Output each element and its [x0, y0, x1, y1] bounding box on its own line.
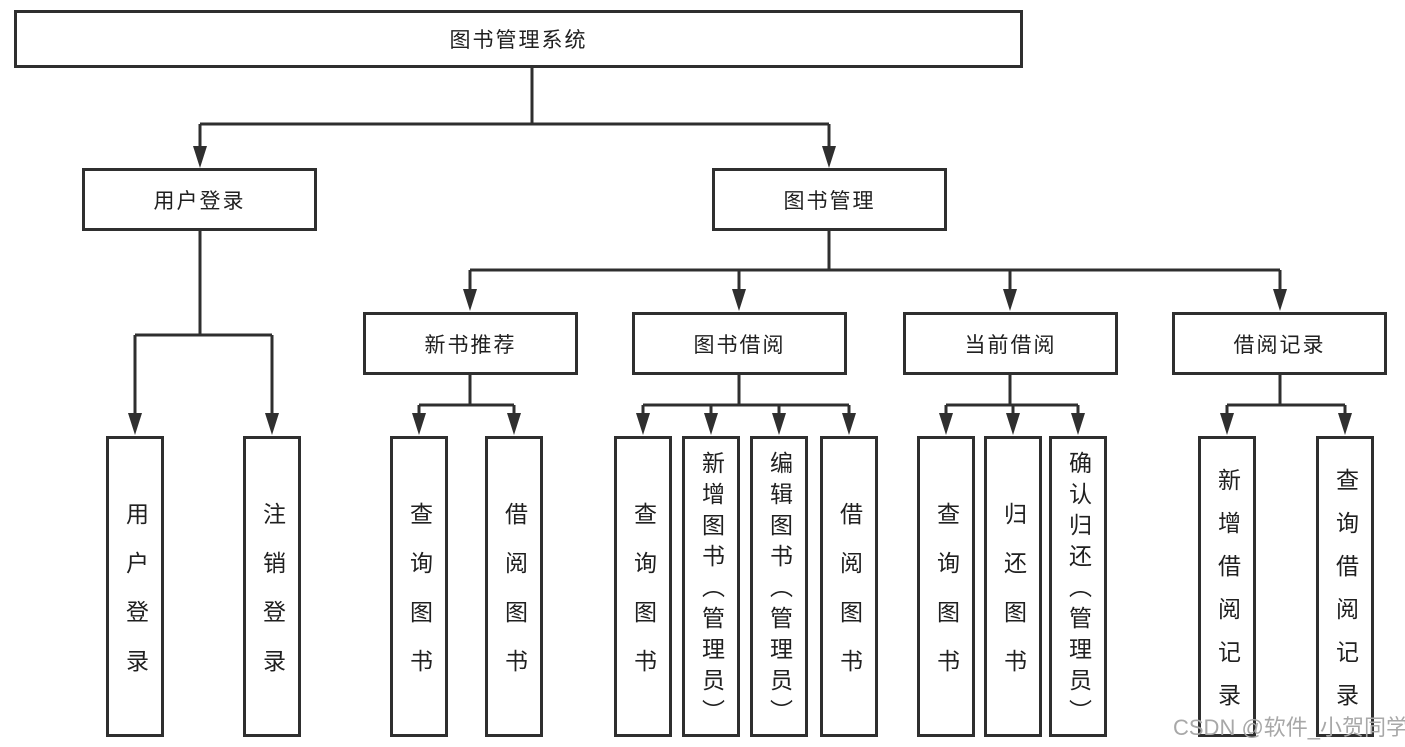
node-user-login: 用户登录 [82, 168, 317, 231]
leaf-label: 查询图书 [630, 501, 657, 698]
node-label: 用户登录 [153, 189, 246, 213]
leaf-label: 借阅图书 [501, 501, 528, 698]
node-borrow-records: 借阅记录 [1172, 312, 1387, 375]
leaf-label: 查询图书 [933, 501, 960, 698]
watermark-text: CSDN @软件_小贺同学 [1173, 715, 1405, 740]
leaf-label: 编辑图书（管理员） [766, 451, 793, 730]
leaf-borrow-books: 借阅图书 [820, 436, 878, 737]
node-label: 当前借阅 [964, 333, 1057, 357]
leaf-query-books-current: 查询图书 [917, 436, 975, 737]
leaf-edit-book-admin: 编辑图书（管理员） [750, 436, 808, 737]
node-label: 图书管理系统 [449, 29, 588, 52]
arrowhead-icons [128, 146, 1352, 435]
leaf-user-login: 用户登录 [106, 436, 164, 737]
node-book-borrow: 图书借阅 [632, 312, 847, 375]
leaf-query-books-borrow: 查询图书 [614, 436, 672, 737]
node-label: 借阅记录 [1233, 333, 1326, 357]
leaf-borrow-books-recommend: 借阅图书 [485, 436, 543, 737]
leaf-label: 注销登录 [259, 501, 286, 698]
leaf-label: 新增图书（管理员） [698, 451, 725, 730]
leaf-logout: 注销登录 [243, 436, 301, 737]
leaf-query-books-recommend: 查询图书 [390, 436, 448, 737]
leaf-label: 查询图书 [406, 501, 433, 698]
leaf-return-book: 归还图书 [984, 436, 1042, 737]
leaf-label: 查询借阅记录 [1332, 467, 1359, 726]
node-book-management: 图书管理 [712, 168, 947, 231]
leaf-label: 用户登录 [122, 501, 149, 698]
node-label: 图书管理 [783, 189, 876, 213]
leaf-add-book-admin: 新增图书（管理员） [682, 436, 740, 737]
leaf-add-borrow-record: 新增借阅记录 [1198, 436, 1256, 737]
leaf-label: 新增借阅记录 [1214, 467, 1241, 726]
node-label: 新书推荐 [424, 333, 517, 357]
leaf-label: 借阅图书 [836, 501, 863, 698]
leaf-label: 确认归还（管理员） [1065, 451, 1092, 730]
node-label: 图书借阅 [693, 333, 786, 357]
node-new-book-recommend: 新书推荐 [363, 312, 578, 375]
node-current-borrow: 当前借阅 [903, 312, 1118, 375]
connector-lines [133, 68, 1347, 420]
leaf-label: 归还图书 [1000, 501, 1027, 698]
leaf-query-borrow-record: 查询借阅记录 [1316, 436, 1374, 737]
node-root-system: 图书管理系统 [14, 10, 1023, 68]
leaf-confirm-return-admin: 确认归还（管理员） [1049, 436, 1107, 737]
